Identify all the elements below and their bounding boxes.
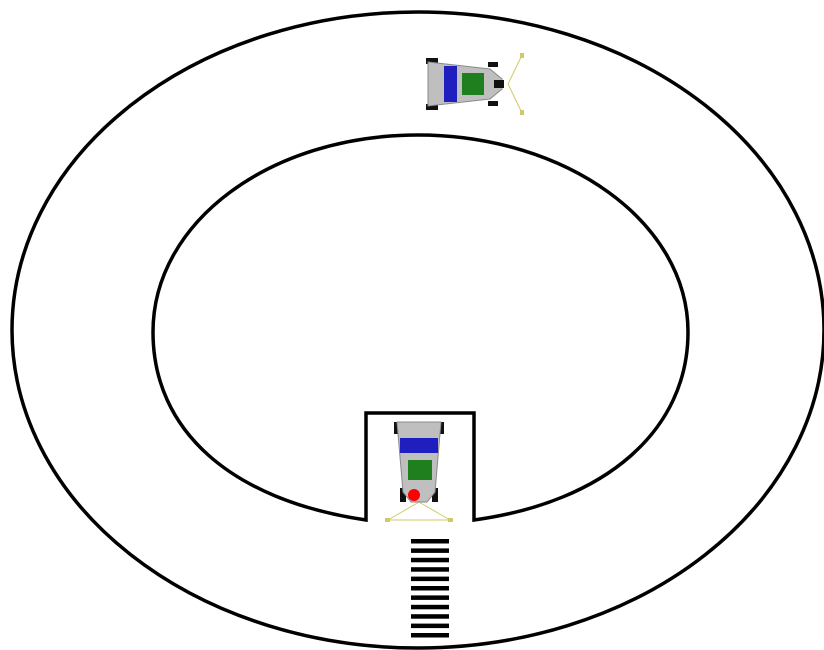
car-light-red <box>408 489 420 501</box>
sensor-node-left <box>520 53 524 58</box>
sensor-node-right <box>520 110 524 115</box>
start-line-stripe <box>411 586 449 591</box>
wheel-icon <box>488 62 498 67</box>
car-nose <box>494 80 504 88</box>
start-line-stripe <box>411 605 449 610</box>
car-seat-blue <box>400 438 438 453</box>
start-line-stripe <box>411 624 449 629</box>
sensor-node-left <box>385 518 390 522</box>
car-seat-blue <box>444 66 457 102</box>
wheel-icon <box>488 101 498 106</box>
car-deck-green <box>408 460 432 480</box>
start-line-stripe <box>411 633 449 638</box>
start-line-stripe <box>411 539 449 544</box>
start-line-stripe <box>411 558 449 563</box>
start-line-stripe <box>411 595 449 600</box>
start-line-stripe <box>411 548 449 553</box>
start-line-stripe <box>411 577 449 582</box>
sensor-node-right <box>448 518 453 522</box>
start-line-stripe <box>411 614 449 619</box>
start-line-stripe <box>411 567 449 572</box>
car-deck-green <box>462 73 484 95</box>
